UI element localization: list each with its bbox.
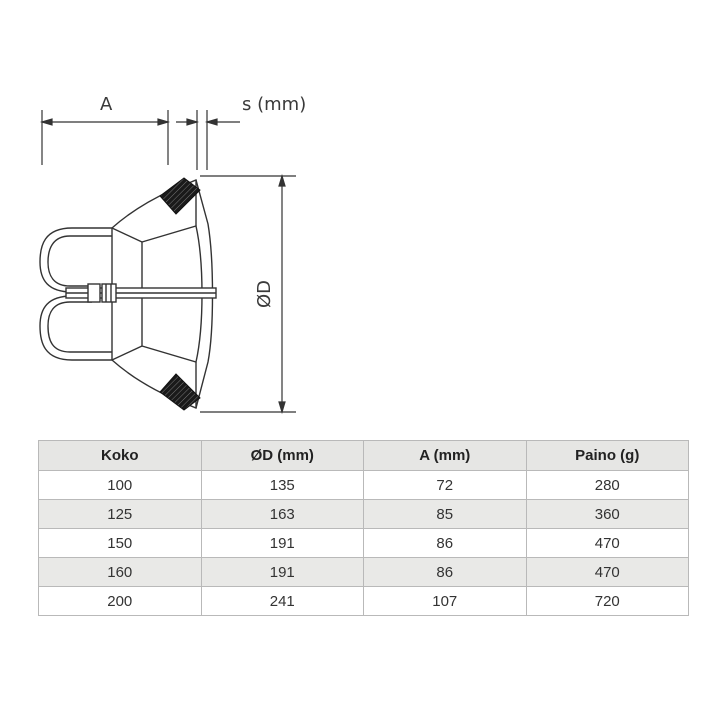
cell-diameter: 191 <box>200 557 364 587</box>
cell-diameter: 163 <box>200 499 364 529</box>
col-header-paino: Paino (g) <box>525 440 689 471</box>
table-row: 125 163 85 360 <box>38 499 689 529</box>
cell-diameter: 135 <box>200 470 364 500</box>
dim-d-label: ØD <box>254 280 275 308</box>
cell-koko: 150 <box>38 528 202 558</box>
cell-koko: 100 <box>38 470 202 500</box>
cell-paino: 280 <box>525 470 689 500</box>
dim-s-label: s (mm) <box>242 94 306 115</box>
size-table: Koko ØD (mm) A (mm) Paino (g) 100 135 72… <box>38 440 689 616</box>
col-header-diameter: ØD (mm) <box>200 440 364 471</box>
table-header-row: Koko ØD (mm) A (mm) Paino (g) <box>38 440 689 471</box>
cell-koko: 160 <box>38 557 202 587</box>
cell-a: 72 <box>363 470 527 500</box>
seal-rings <box>159 177 201 411</box>
cell-koko: 200 <box>38 586 202 616</box>
grommet-drawing <box>39 179 217 409</box>
dimension-d <box>200 173 296 415</box>
cell-paino: 720 <box>525 586 689 616</box>
cell-a: 86 <box>363 528 527 558</box>
cell-paino: 470 <box>525 557 689 587</box>
cell-koko: 125 <box>38 499 202 529</box>
cell-paino: 470 <box>525 528 689 558</box>
cell-a: 85 <box>363 499 527 529</box>
dimension-a <box>39 110 171 165</box>
cell-a: 107 <box>363 586 527 616</box>
cell-paino: 360 <box>525 499 689 529</box>
cell-diameter: 241 <box>200 586 364 616</box>
col-header-a: A (mm) <box>363 440 527 471</box>
upper-loop <box>47 235 112 287</box>
cell-diameter: 191 <box>200 528 364 558</box>
table-row: 160 191 86 470 <box>38 557 689 587</box>
table-row: 150 191 86 470 <box>38 528 689 558</box>
lower-seal <box>159 373 201 411</box>
col-header-koko: Koko <box>38 440 202 471</box>
table-row: 200 241 107 720 <box>38 586 689 616</box>
dimension-s <box>176 110 240 170</box>
upper-seal <box>159 177 201 215</box>
dim-a-label: A <box>100 94 113 115</box>
lower-loop <box>47 301 112 353</box>
technical-drawing: A s (mm) ØD <box>39 94 306 415</box>
table-row: 100 135 72 280 <box>38 470 689 500</box>
cell-a: 86 <box>363 557 527 587</box>
